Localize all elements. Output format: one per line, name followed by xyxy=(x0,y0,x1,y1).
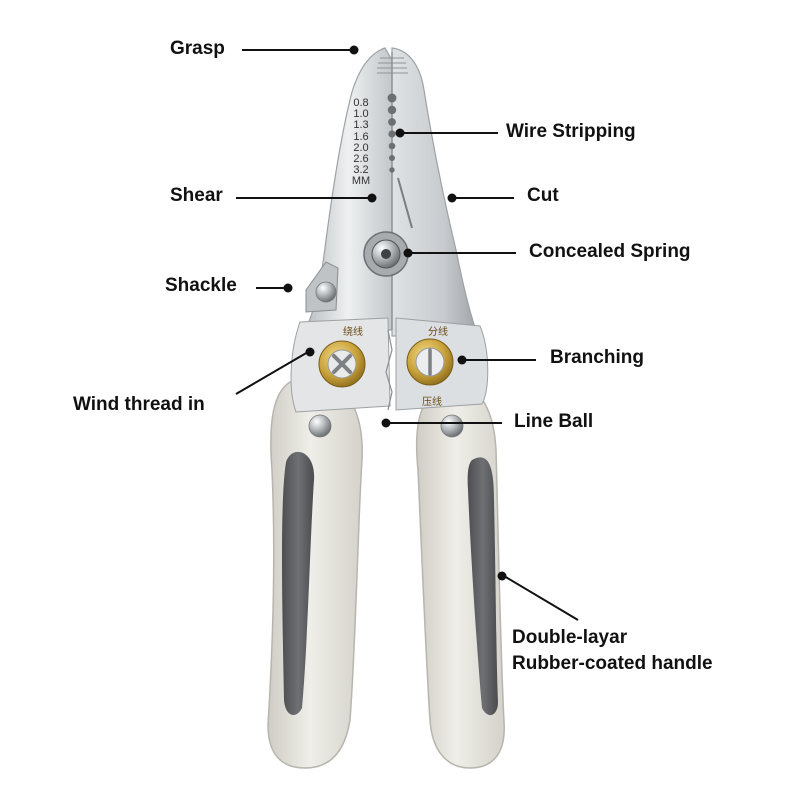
leader-lines xyxy=(235,45,579,621)
shackle-lock xyxy=(305,261,339,313)
left-handle-rivet xyxy=(308,414,332,438)
label-cut: Cut xyxy=(527,185,559,206)
label-shackle: Shackle xyxy=(165,275,237,296)
branching-bolt xyxy=(406,338,454,386)
engraving-branch: 分线 xyxy=(428,327,448,338)
right-rubber-grip xyxy=(467,457,498,716)
gauge-size: 1.0 xyxy=(353,108,369,121)
label-branching: Branching xyxy=(550,347,644,368)
handle-leader xyxy=(503,575,579,621)
label-wind-thread-in: Wind thread in xyxy=(73,394,205,415)
label-concealed-spring: Concealed Spring xyxy=(529,241,691,262)
label-handle-line2: Rubber-coated handle xyxy=(512,653,713,674)
wire-gauge-scale: 0.8 1.0 1.3 1.6 2.0 2.6 3.2 MM xyxy=(348,97,374,188)
wind-thread-leader xyxy=(235,351,309,395)
label-handle-line1: Double-layar xyxy=(512,627,628,648)
label-grasp: Grasp xyxy=(170,38,225,59)
left-rubber-grip xyxy=(282,451,315,715)
engraving-crimp: 压线 xyxy=(422,397,442,408)
label-line-ball: Line Ball xyxy=(514,411,594,432)
right-handle-rivet xyxy=(440,414,464,438)
wind-thread-bolt xyxy=(318,340,366,388)
label-shear: Shear xyxy=(170,185,223,206)
gauge-size: 0.8 xyxy=(353,97,369,109)
gauge-unit: MM xyxy=(351,175,371,188)
gauge-size: 1.3 xyxy=(353,119,369,132)
right-handle xyxy=(415,383,505,769)
concealed-spring-pivot xyxy=(363,231,409,277)
engraving-wind: 绕线 xyxy=(343,327,363,338)
gauge-size: 2.0 xyxy=(353,141,369,154)
label-wire-stripping: Wire Stripping xyxy=(506,121,636,142)
gauge-size: 1.6 xyxy=(353,130,369,143)
cutting-edge xyxy=(397,177,413,229)
gauge-size: 3.2 xyxy=(353,164,369,177)
gauge-size: 2.6 xyxy=(353,153,369,166)
left-handle xyxy=(267,381,363,769)
right-jaw xyxy=(391,47,479,337)
stripping-notches xyxy=(387,93,397,173)
